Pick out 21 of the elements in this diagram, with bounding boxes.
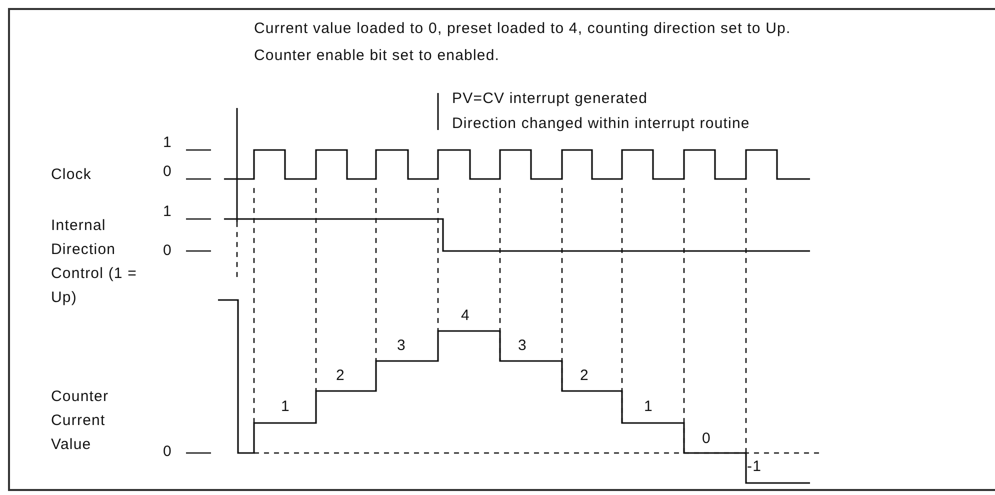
count-value: 3 (397, 337, 406, 354)
level-label: 1 (163, 134, 172, 151)
signal-name: Clock (51, 166, 92, 183)
count-value: 2 (336, 367, 345, 384)
level-label: 0 (163, 242, 172, 259)
annotation-note: Counter enable bit set to enabled. (254, 47, 500, 64)
signal-name: Counter Current Value (51, 387, 110, 455)
signal-name: Internal Direction Control (1 = Up) (51, 216, 138, 308)
count-value: 1 (644, 398, 653, 415)
annotation-note: PV=CV interrupt generated (452, 90, 648, 107)
count-value: -1 (747, 458, 762, 475)
count-value: 2 (580, 367, 589, 384)
level-label: 0 (163, 443, 172, 460)
annotation-note: Current value loaded to 0, preset loaded to 4, counting direction set to Up. (254, 20, 791, 37)
count-value: 1 (281, 398, 290, 415)
count-value: 3 (518, 337, 527, 354)
level-label: 0 (163, 163, 172, 180)
count-value: 0 (702, 430, 711, 447)
level-label: 1 (163, 203, 172, 220)
count-value: 4 (461, 307, 470, 324)
annotation-note: Direction changed within interrupt routine (452, 115, 750, 132)
